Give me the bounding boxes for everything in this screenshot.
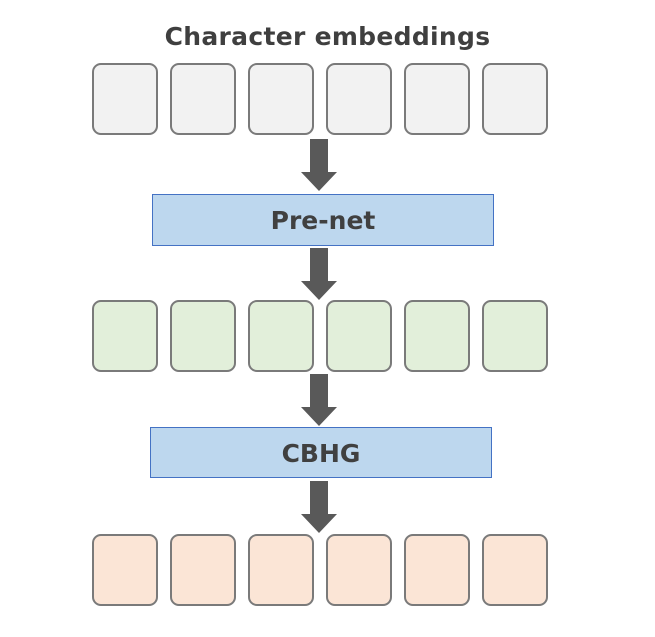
encoder-output-cell [404, 534, 470, 606]
prenet-output-row [92, 300, 550, 372]
down-arrow-icon [301, 481, 337, 533]
encoder-output-cell [326, 534, 392, 606]
input-embedding-cell [482, 63, 548, 135]
prenet-output-cell [326, 300, 392, 372]
input-embedding-cell [170, 63, 236, 135]
prenet-output-cell [248, 300, 314, 372]
encoder-output-cell [248, 534, 314, 606]
input-embedding-row [92, 63, 550, 135]
down-arrow-icon [301, 139, 337, 191]
input-embedding-cell [92, 63, 158, 135]
input-embedding-cell [248, 63, 314, 135]
encoder-output-cell [92, 534, 158, 606]
encoder-output-row [92, 534, 550, 606]
diagram-title: Character embeddings [164, 22, 491, 51]
down-arrow-icon [301, 248, 337, 300]
prenet-output-cell [170, 300, 236, 372]
input-embedding-cell [404, 63, 470, 135]
down-arrow-icon [301, 374, 337, 426]
prenet-output-cell [482, 300, 548, 372]
prenet-output-cell [404, 300, 470, 372]
encoder-output-cell [482, 534, 548, 606]
prenet-output-cell [92, 300, 158, 372]
input-embedding-cell [326, 63, 392, 135]
cbhg-block: CBHG [150, 427, 492, 478]
encoder-output-cell [170, 534, 236, 606]
prenet-block: Pre-net [152, 194, 494, 246]
